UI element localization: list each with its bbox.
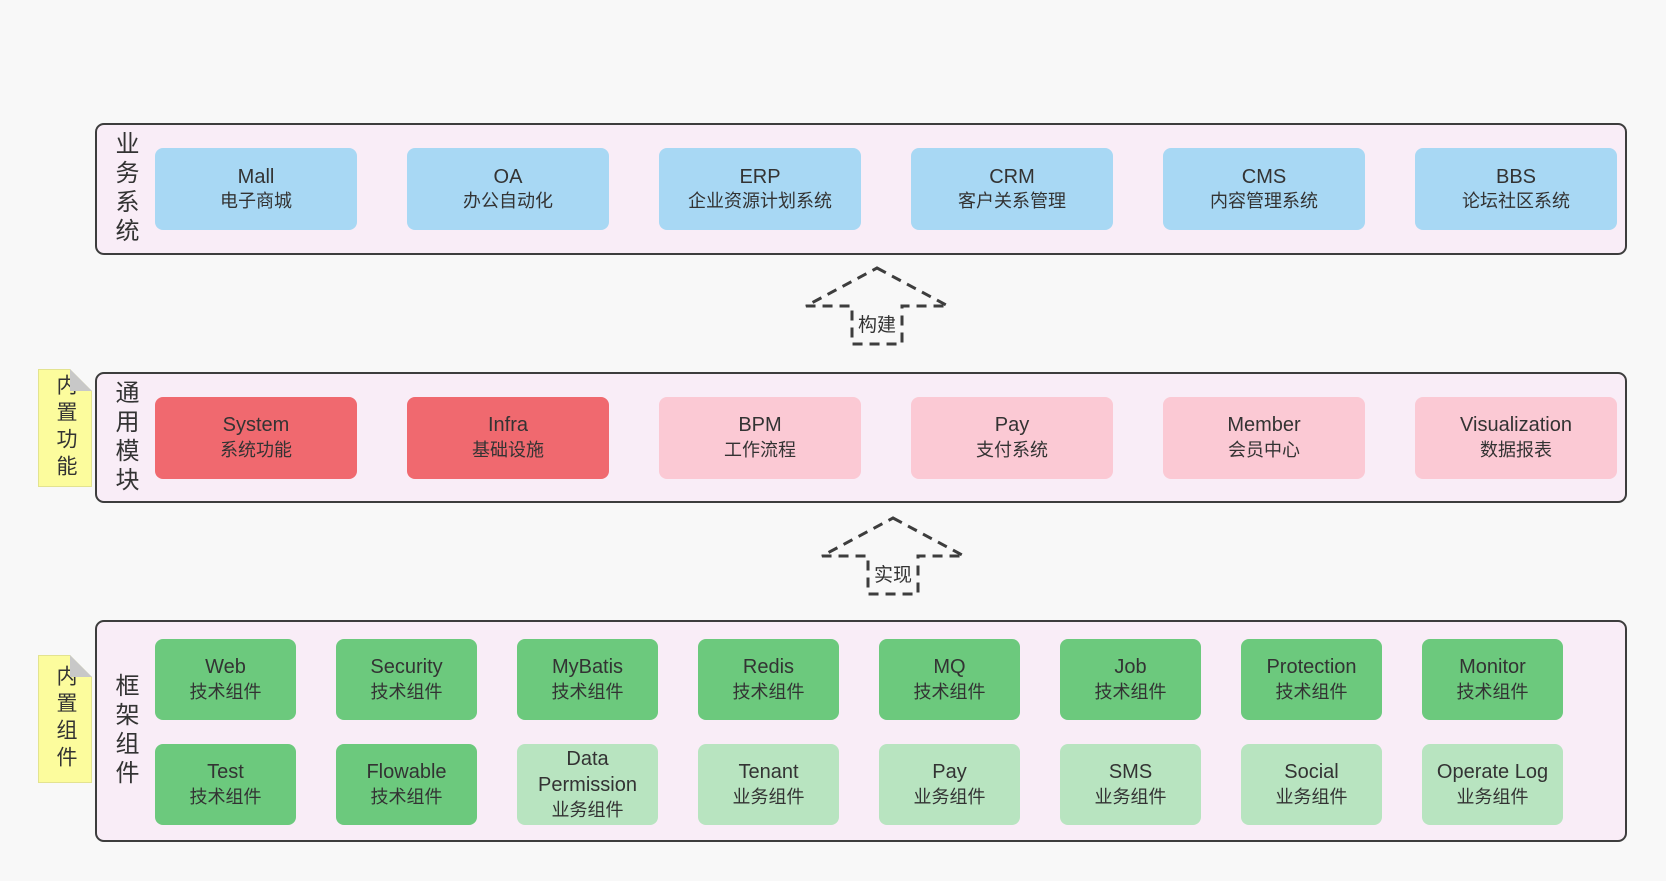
box-monitor: Monitor 技术组件 [1422,639,1563,720]
common-modules-boxes: System 系统功能 Infra 基础设施 BPM 工作流程 Pay 支付系统… [155,396,1617,479]
box-job: Job 技术组件 [1060,639,1201,720]
sticky-note-builtin-components: 内置组件 [38,655,92,783]
box-bbs: BBS 论坛社区系统 [1415,148,1617,230]
box-security: Security 技术组件 [336,639,477,720]
box-infra: Infra 基础设施 [407,396,609,479]
band-common-modules: 通用模块 System 系统功能 Infra 基础设施 BPM 工作流程 Pay… [95,372,1627,503]
sticky-note-label: 内置功能 [54,374,77,482]
box-erp: ERP 企业资源计划系统 [659,148,861,230]
business-systems-boxes: Mall 电子商城 OA 办公自动化 ERP 企业资源计划系统 CRM 客户关系… [155,148,1617,230]
band-framework-components: 框架组件 Web 技术组件 Security 技术组件 MyBatis 技术组件… [95,620,1627,842]
dashed-up-arrow-icon [821,516,965,596]
box-mall: Mall 电子商城 [155,148,357,230]
box-member: Member 会员中心 [1163,396,1365,479]
dashed-up-arrow-icon [805,266,949,346]
box-visualization: Visualization 数据报表 [1415,396,1617,479]
box-bpm: BPM 工作流程 [659,396,861,479]
band-label-framework-components: 框架组件 [111,673,138,789]
box-operate-log: Operate Log 业务组件 [1422,744,1563,825]
box-mybatis: MyBatis 技术组件 [517,639,658,720]
box-mq: MQ 技术组件 [879,639,1020,720]
band-label-business-systems: 业务系统 [111,131,138,247]
box-tenant: Tenant 业务组件 [698,744,839,825]
tech-components-row: Web 技术组件 Security 技术组件 MyBatis 技术组件 Redi… [155,639,1563,720]
up-arrow-implement: 实现 [818,516,968,596]
band-label-common-modules: 通用模块 [111,379,138,496]
box-pay-module: Pay 支付系统 [911,396,1113,479]
box-pay-component: Pay 业务组件 [879,744,1020,825]
box-crm: CRM 客户关系管理 [911,148,1113,230]
band-business-systems: 业务系统 Mall 电子商城 OA 办公自动化 ERP 企业资源计划系统 CRM… [95,123,1627,255]
box-protection: Protection 技术组件 [1241,639,1382,720]
box-cms: CMS 内容管理系统 [1163,148,1365,230]
box-system: System 系统功能 [155,396,357,479]
arrow-label-build: 构建 [854,310,900,337]
box-test: Test 技术组件 [155,744,296,825]
box-data-permission: Data Permission 业务组件 [517,744,658,825]
note-fold-icon [70,369,92,391]
box-oa: OA 办公自动化 [407,148,609,230]
up-arrow-build: 构建 [802,266,952,346]
sticky-note-label: 内置组件 [54,665,77,773]
box-web: Web 技术组件 [155,639,296,720]
box-redis: Redis 技术组件 [698,639,839,720]
note-fold-icon [70,655,92,677]
framework-components-grid: Web 技术组件 Security 技术组件 MyBatis 技术组件 Redi… [155,639,1563,825]
arrow-label-implement: 实现 [870,560,916,587]
business-components-row: Test 技术组件 Flowable 技术组件 Data Permission … [155,744,1563,825]
box-sms: SMS 业务组件 [1060,744,1201,825]
box-flowable: Flowable 技术组件 [336,744,477,825]
box-social: Social 业务组件 [1241,744,1382,825]
